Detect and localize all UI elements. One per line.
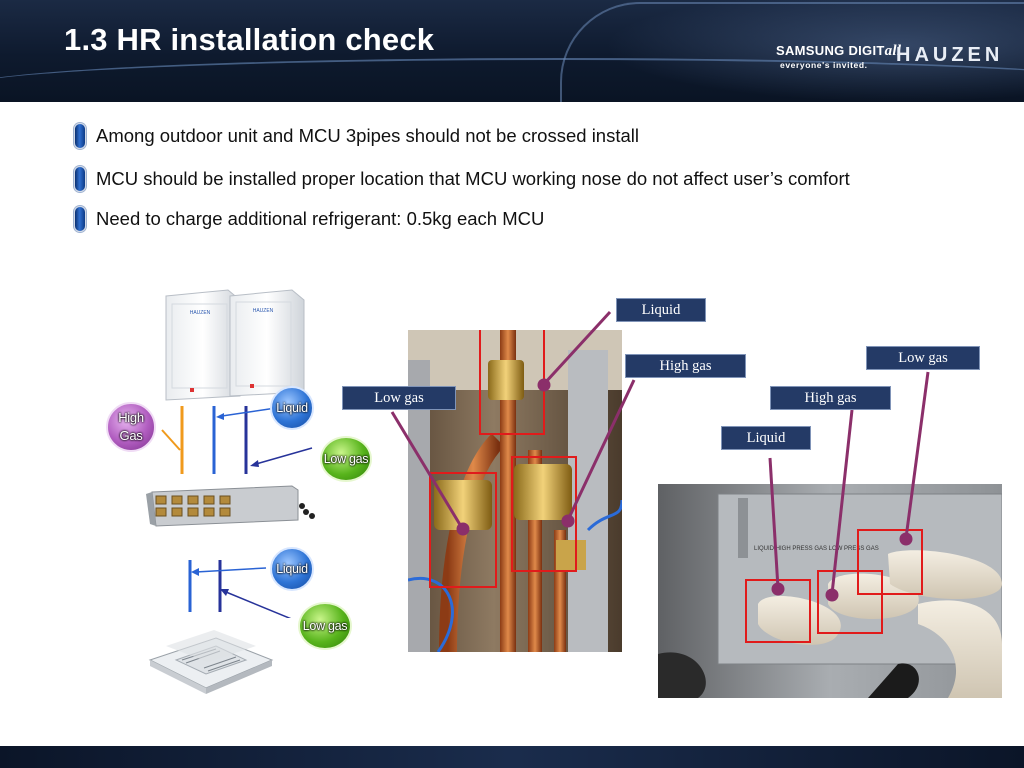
low-gas-bubble-bottom: Low gas [298, 602, 352, 650]
cassette-unit-image [148, 630, 274, 694]
samsung-logo: SAMSUNG DIGITall [776, 43, 902, 59]
tag-high-gas-right: High gas [770, 386, 891, 410]
samsung-logo-text: SAMSUNG DIGIT [776, 43, 885, 58]
valve-photo [408, 330, 622, 652]
bullet-item: Need to charge additional refrigerant: 0… [74, 206, 544, 232]
header-band: 1.3 HR installation check SAMSUNG DIGITa… [0, 0, 1024, 102]
high-gas-bubble: High Gas [106, 402, 156, 452]
bullet-item: MCU should be installed proper location … [74, 166, 850, 192]
bullet-marker-icon [74, 166, 86, 192]
bullet-text: Need to charge additional refrigerant: 0… [96, 208, 545, 229]
tag-low-gas-right: Low gas [866, 346, 980, 370]
tag-low-gas-middle: Low gas [342, 386, 456, 410]
mcu-image [146, 485, 315, 527]
unit-logo-text: HAUZEN [190, 310, 211, 316]
tag-liquid-right: Liquid [721, 426, 811, 450]
port-panel-label: LIQUID HIGH PRESS GAS LOW PRESS GAS [754, 546, 879, 552]
bullet-text: Among outdoor unit and MCU 3pipes should… [96, 125, 639, 146]
low-gas-bubble-top: Low gas [320, 436, 372, 482]
hauzen-logo: HAUZEN [896, 44, 1004, 66]
tag-liquid-middle: Liquid [616, 298, 706, 322]
bullet-marker-icon [74, 123, 86, 149]
unit-logo-text: HAUZEN [253, 308, 274, 314]
liquid-bubble-top: Liquid [270, 386, 314, 430]
outdoor-pipes [161, 406, 313, 474]
footer-band [0, 746, 1024, 768]
liquid-bubble-bottom: Liquid [270, 547, 314, 591]
samsung-logo-all: all [884, 43, 902, 59]
samsung-tagline: everyone's invited. [780, 60, 868, 70]
page-title: 1.3 HR installation check [64, 22, 435, 57]
indoor-pipes [188, 560, 292, 618]
bullet-marker-icon [74, 206, 86, 232]
tag-high-gas-middle: High gas [625, 354, 746, 378]
bullet-text: MCU should be installed proper location … [96, 168, 850, 189]
bullet-item: Among outdoor unit and MCU 3pipes should… [74, 123, 639, 149]
outdoor-unit-image: HAUZEN HAUZEN [165, 289, 305, 401]
header-swoosh [0, 58, 1024, 102]
